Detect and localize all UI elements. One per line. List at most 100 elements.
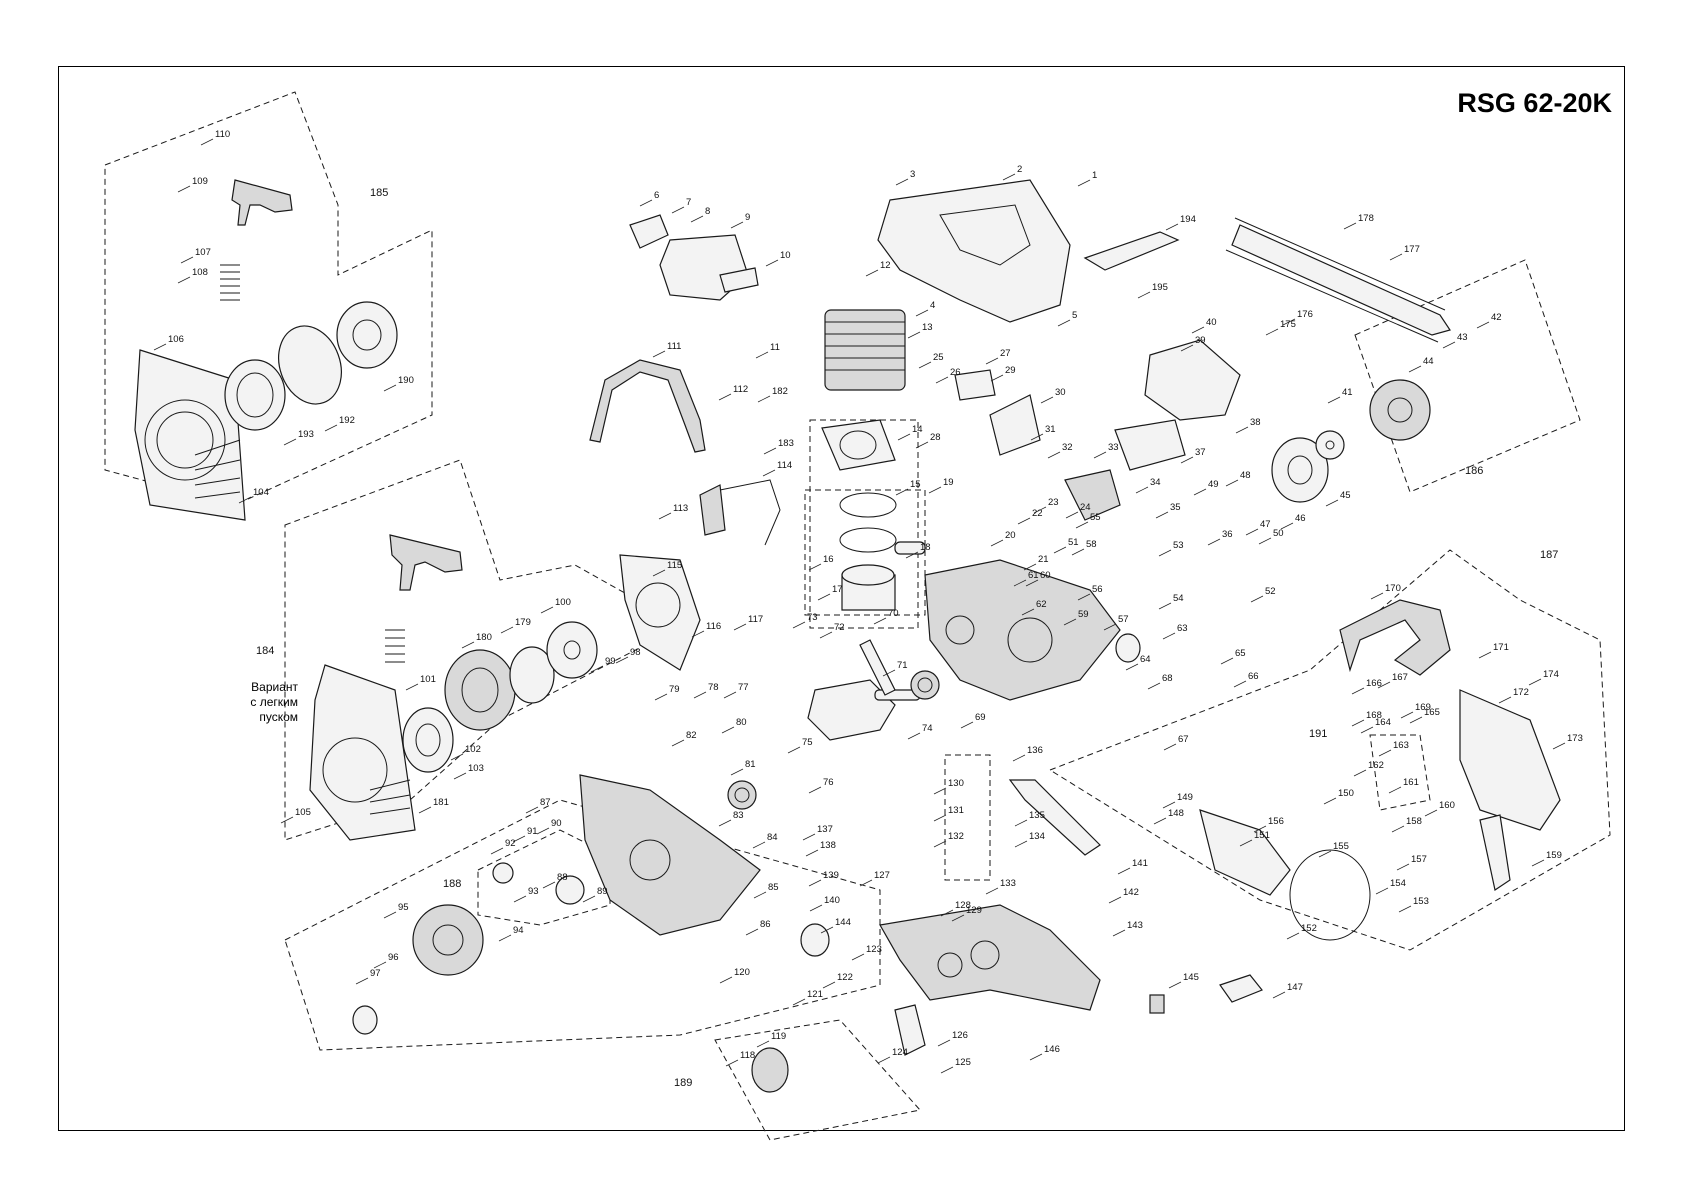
saw-chain-178 [1225, 217, 1446, 343]
part-number-label: 129 [966, 905, 982, 916]
starter-drive-plate-190 [336, 301, 398, 369]
throttle-136 [1008, 779, 1101, 856]
group-number-label: 186 [1465, 465, 1483, 477]
group-number-label: 184 [256, 645, 274, 657]
group-outline-130-134 [944, 754, 991, 881]
clutch-44 [1369, 379, 1431, 441]
leader-line [450, 753, 464, 761]
part-number-label: 96 [388, 952, 399, 963]
leader-line [792, 998, 806, 1006]
leader-line [536, 827, 550, 835]
group-outline-183 [804, 489, 926, 616]
leader-line [1191, 326, 1205, 334]
leader-line [1265, 328, 1279, 336]
part-number-label: 178 [1358, 213, 1374, 224]
part-number-label: 36 [1222, 529, 1233, 540]
part-number-label: 68 [1162, 673, 1173, 684]
leader-line [355, 977, 369, 985]
part-number-label: 132 [948, 831, 964, 842]
leader-line [540, 606, 554, 614]
part-number-label: 144 [835, 917, 851, 928]
part-number-label: 171 [1493, 642, 1509, 653]
part-number-label: 51 [1068, 537, 1079, 548]
leader-line [1552, 742, 1566, 750]
part-number-label: 95 [398, 902, 409, 913]
leader-line [671, 739, 685, 747]
leader-line [1476, 321, 1490, 329]
part-number-label: 138 [820, 840, 836, 851]
leader-line [1225, 479, 1239, 487]
leader-line [1163, 743, 1177, 751]
leader-line [1235, 426, 1249, 434]
leader-line [990, 374, 1004, 382]
part-number-label: 130 [948, 778, 964, 789]
part-number-label: 79 [669, 684, 680, 695]
part-number-label: 72 [834, 622, 845, 633]
part-number-label: 169 [1415, 702, 1431, 713]
part-number-label: 54 [1173, 593, 1184, 604]
leader-line [757, 395, 771, 403]
piston [841, 564, 896, 611]
leader-line [1478, 651, 1492, 659]
leader-line [1012, 754, 1026, 762]
leader-line [1531, 859, 1545, 867]
part-number-label: 48 [1240, 470, 1251, 481]
part-number-label: 127 [874, 870, 890, 881]
part-number-label: 45 [1340, 490, 1351, 501]
part-number-label: 193 [298, 429, 314, 440]
variant-note-line: с легким [250, 695, 298, 709]
filter-plate-7 [629, 214, 669, 249]
leader-line [1391, 825, 1405, 833]
part-number-label: 41 [1342, 387, 1353, 398]
part-number-label: 143 [1127, 920, 1143, 931]
group-number-label: 187 [1540, 549, 1558, 561]
leader-line [802, 833, 816, 841]
part-number-label: 40 [1206, 317, 1217, 328]
part-number-label: 85 [768, 882, 779, 893]
leader-line [805, 849, 819, 857]
leader-line [1125, 663, 1139, 671]
part-number-label: 4 [930, 300, 935, 311]
part-number-label: 3 [910, 169, 915, 180]
leader-line [1153, 817, 1167, 825]
leader-line [907, 732, 921, 740]
leader-line [1065, 511, 1079, 519]
group-outline-182 [809, 419, 919, 629]
leader-line [819, 631, 833, 639]
part-number-label: 142 [1123, 887, 1139, 898]
leader-line [1093, 451, 1107, 459]
part-number-label: 74 [922, 723, 933, 734]
leader-line [882, 669, 896, 677]
part-number-label: 39 [1195, 335, 1206, 346]
part-number-label: 190 [398, 375, 414, 386]
muffler-30 [989, 394, 1041, 456]
part-number-label: 195 [1152, 282, 1168, 293]
part-number-label: 152 [1301, 923, 1317, 934]
starter-drum-180 [444, 649, 516, 731]
starter-pulley-variant [402, 707, 454, 773]
part-number-label: 25 [933, 352, 944, 363]
starter-ring-179 [509, 646, 555, 704]
part-number-label: 133 [1000, 878, 1016, 889]
cylinder-gasket [821, 419, 896, 471]
part-number-label: 81 [745, 759, 756, 770]
leader-line [1040, 396, 1054, 404]
part-number-label: 37 [1195, 447, 1206, 458]
part-number-label: 120 [734, 967, 750, 978]
part-number-label: 119 [771, 1031, 786, 1042]
leader-line [590, 665, 604, 673]
connecting-rod [859, 639, 896, 696]
leader-line [1014, 819, 1028, 827]
leader-line [1165, 223, 1179, 231]
seal-92 [492, 862, 514, 884]
leader-line [461, 641, 475, 649]
part-number-label: 179 [515, 617, 531, 628]
starter-spring-cover [278, 325, 342, 405]
leader-line [1137, 291, 1151, 299]
part-number-label: 16 [823, 554, 834, 565]
sprocket-64 [352, 633, 1141, 1035]
leader-line [937, 1039, 951, 1047]
leader-line [756, 1040, 770, 1048]
oil-tank-38 [1144, 339, 1241, 421]
leader-line [671, 206, 685, 214]
